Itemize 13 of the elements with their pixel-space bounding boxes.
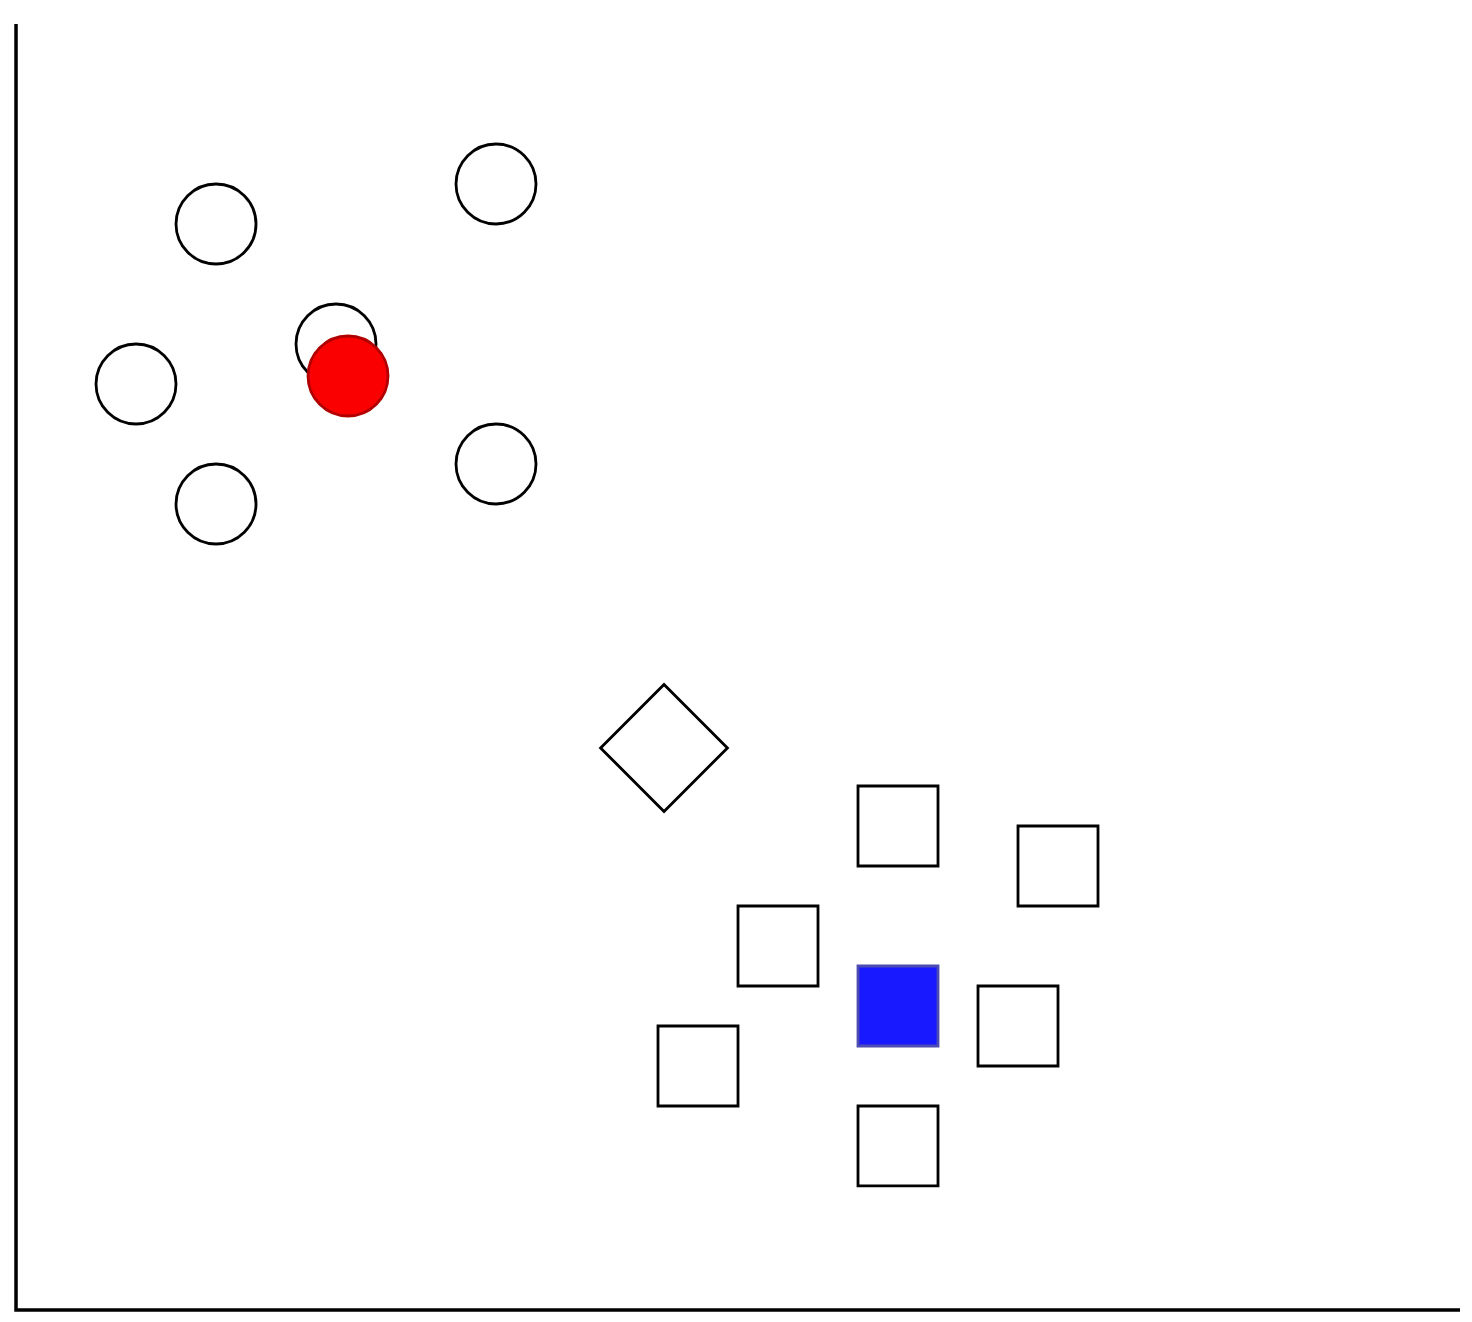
circle-marker	[306, 334, 390, 418]
square-marker	[856, 784, 940, 868]
circle-marker	[454, 142, 538, 226]
square-marker	[856, 964, 940, 1048]
square-marker	[976, 984, 1060, 1068]
circle-marker	[174, 182, 258, 266]
square-marker	[736, 904, 820, 988]
square-marker	[856, 1104, 940, 1188]
square-marker	[656, 1024, 740, 1108]
circle-marker	[454, 422, 538, 506]
circle-marker	[94, 342, 178, 426]
square-marker	[1016, 824, 1100, 908]
circle-marker	[174, 462, 258, 546]
